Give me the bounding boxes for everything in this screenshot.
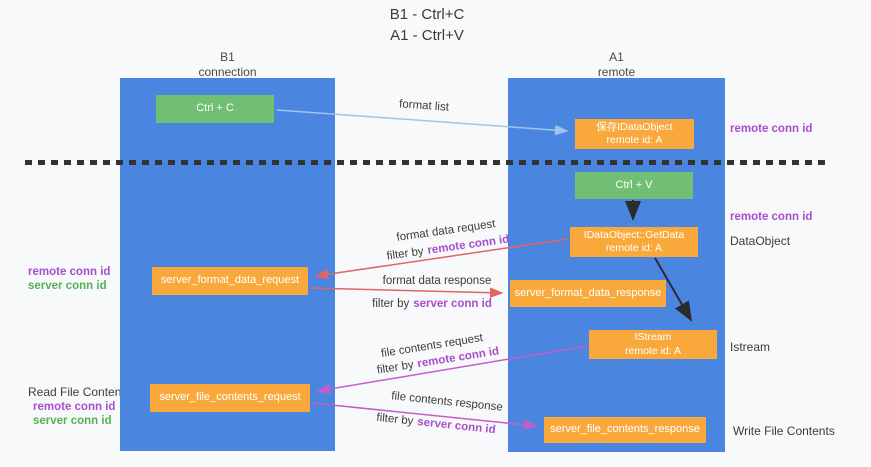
node-file-response-label: server_file_contents_response [550, 423, 700, 436]
label-format-data-response: format data response [382, 275, 492, 287]
lane-b1-name: B1 [220, 50, 235, 64]
node-istream-line1: IStream [634, 331, 672, 344]
label-istream: Istream [730, 340, 771, 354]
node-save-idataobject-line2: remote id: A [606, 134, 663, 146]
label-left-conn-ids-bottom: remote conn id server conn id [33, 400, 115, 429]
label-left-remote-conn-id: remote conn id [28, 266, 111, 278]
label-left2-server-conn-id: server conn id [33, 415, 112, 428]
label-left2-remote-conn-id: remote conn id [33, 401, 116, 413]
node-ctrl-v: Ctrl + V [575, 172, 693, 199]
title-line-2: A1 - Ctrl+V [390, 27, 464, 44]
node-istream: IStream remote id: A [589, 330, 717, 359]
arrow-format-data-response [309, 287, 504, 298]
node-format-request-label: server_format_data_request [160, 274, 300, 287]
label-format-list: format list [398, 98, 450, 114]
node-server-format-data-request: server_format_data_request [152, 267, 308, 295]
node-idataobject-getdata: IDataObject::GetData remote id: A [570, 227, 698, 257]
node-server-file-contents-response: server_file_contents_response [544, 417, 706, 443]
node-server-format-data-response: server_format_data_response [510, 280, 666, 307]
node-getdata-line1: IDataObject::GetData [583, 228, 685, 241]
node-ctrl-c: Ctrl + C [156, 95, 274, 123]
server-conn-id-text: server conn id [413, 298, 492, 310]
diagram-title: B1 - Ctrl+C A1 - Ctrl+V [307, 4, 547, 46]
lane-header-a1: A1 remote [508, 50, 725, 80]
filter-by-text: filter by [372, 298, 410, 310]
node-ctrl-v-label: Ctrl + V [615, 178, 653, 191]
filter-by-text: filter by [376, 358, 415, 377]
label-dataobject: DataObject [730, 234, 791, 248]
filter-by-text: filter by [386, 245, 425, 263]
label-left-conn-ids: remote conn id server conn id [28, 265, 110, 294]
lane-a1-role: remote [597, 65, 636, 79]
node-server-file-contents-request: server_file_contents_request [150, 384, 310, 412]
node-getdata-line2: remote id: A [605, 242, 663, 254]
label-write-file-contents: Write File Contents [733, 424, 835, 438]
node-ctrl-c-label: Ctrl + C [196, 102, 234, 115]
label-right-remote-conn-id-mid: remote conn id [730, 211, 813, 223]
node-save-idataobject-line1: 保存IDataObject [596, 120, 673, 133]
server-conn-id-text: server conn id [416, 416, 497, 437]
label-read-file-contents: Read File Contents [28, 385, 131, 399]
node-save-idataobject: 保存IDataObject remote id: A [575, 119, 694, 149]
node-format-response-label: server_format_data_response [514, 286, 662, 299]
filter-by-text: filter by [375, 411, 414, 428]
lane-header-b1: B1 connection [120, 50, 335, 80]
title-line-1: B1 - Ctrl+C [389, 6, 465, 23]
lane-a1-name: A1 [609, 50, 624, 64]
label-left-server-conn-id: server conn id [28, 280, 107, 293]
label-right-remote-conn-id-top: remote conn id [730, 123, 813, 135]
node-istream-line2: remote id: A [624, 344, 682, 357]
dashed-separator-line [25, 160, 831, 165]
node-file-request-label: server_file_contents_request [159, 391, 301, 404]
lane-b1-role: connection [198, 65, 257, 79]
label-file-contents-response: file contents response [390, 390, 504, 414]
